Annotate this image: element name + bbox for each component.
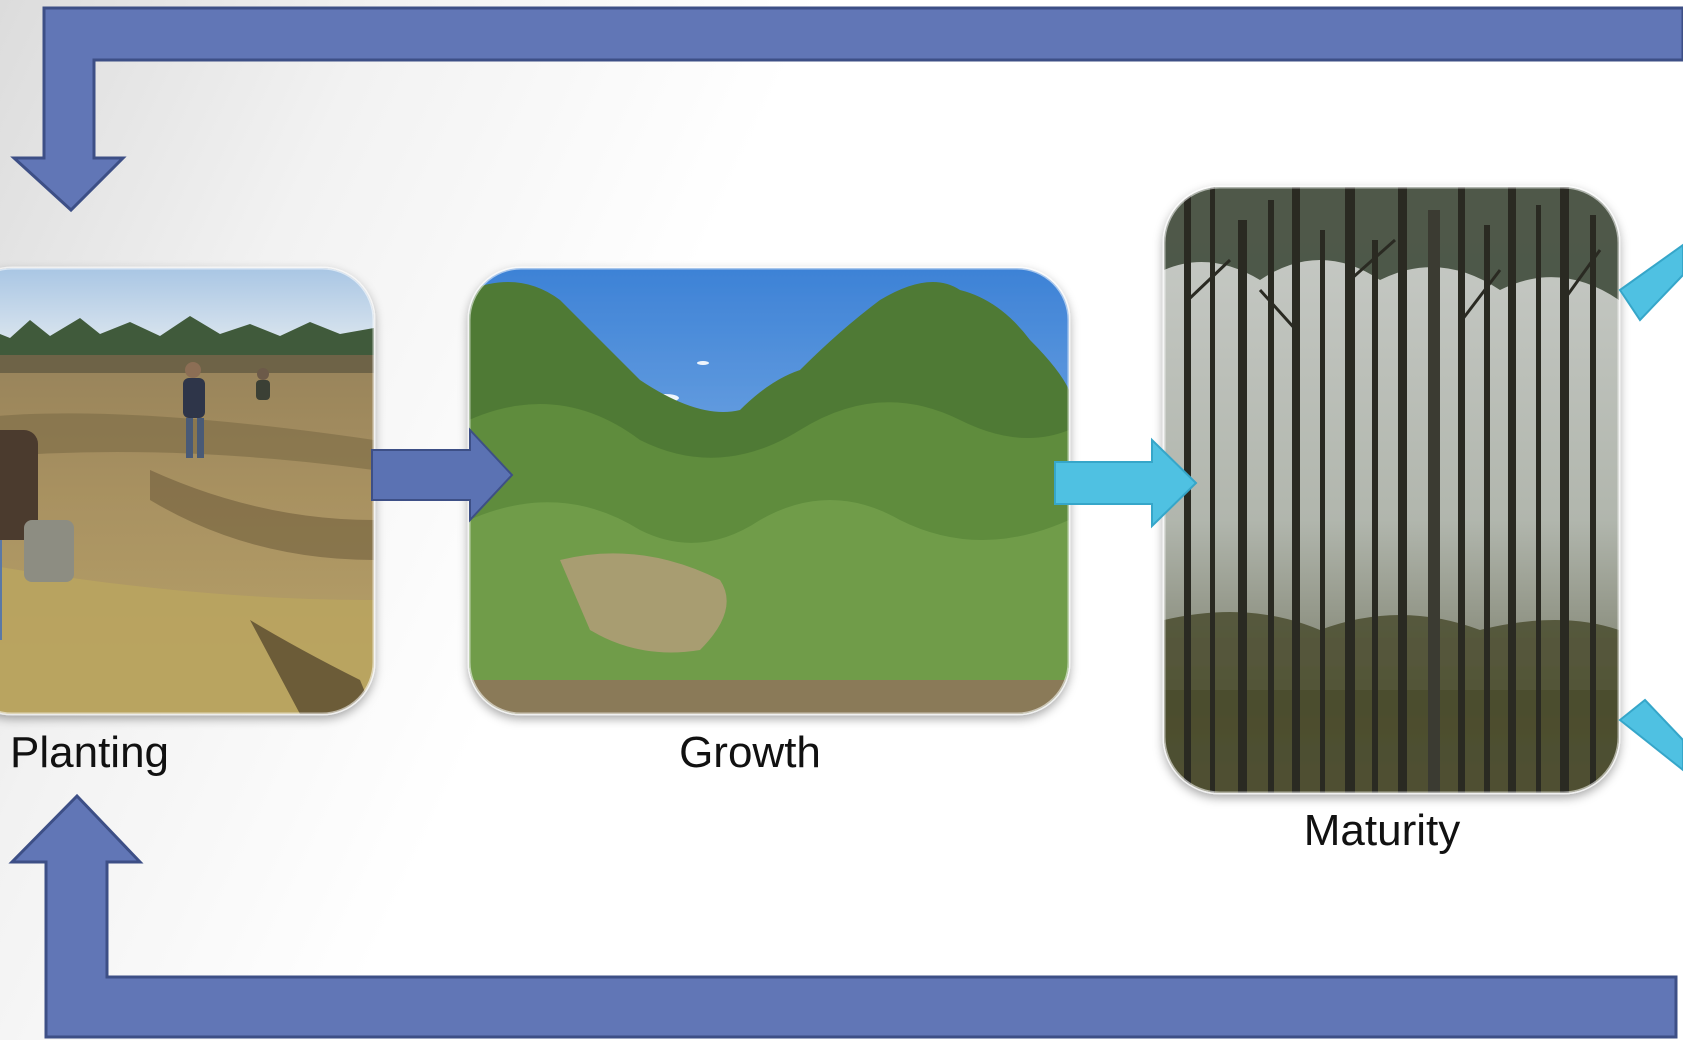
arrow-icon <box>1618 698 1683 772</box>
maturity-photo <box>1162 185 1621 795</box>
stage-label-planting: Planting <box>10 728 170 777</box>
arrow-icon <box>1618 243 1683 322</box>
stage-label-growth: Growth <box>679 728 821 777</box>
top-cycle-arrow <box>10 6 1683 213</box>
planting-photo <box>0 266 376 716</box>
arrow-icon <box>371 427 514 523</box>
growth-photo <box>467 266 1071 716</box>
stage-label-maturity: Maturity <box>1303 806 1461 855</box>
bottom-cycle-arrow <box>8 793 1678 1039</box>
arrow-icon <box>1054 437 1198 529</box>
